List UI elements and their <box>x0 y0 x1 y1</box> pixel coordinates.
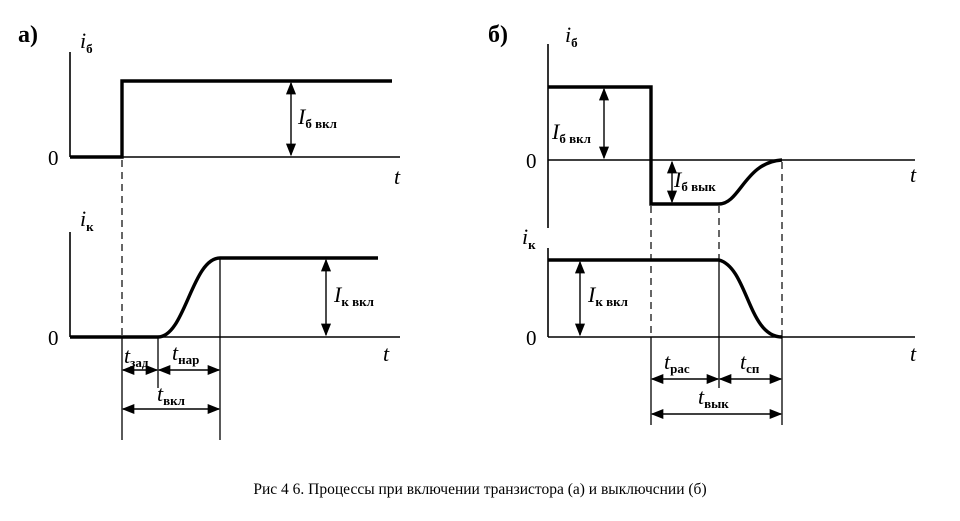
ib-waveform <box>70 79 392 159</box>
panel-b-tag: б) <box>488 22 508 48</box>
t-vyk-label: tвык <box>698 384 729 411</box>
ib-zero-label: 0 <box>48 146 59 170</box>
ik-axis-label: iк <box>80 206 94 234</box>
ik-waveform <box>70 256 378 339</box>
t-nar-label: tнар <box>172 340 199 367</box>
ib-t-label-b: t <box>910 162 917 187</box>
ik-axis-label-b: iк <box>522 224 536 252</box>
ib-on-label: Iб вкл <box>551 119 591 146</box>
ik-zero-label-b: 0 <box>526 326 537 350</box>
ik-t-label-b: t <box>910 341 917 366</box>
ib-zero-label-b: 0 <box>526 149 537 173</box>
t-sp-label: tсп <box>740 349 760 376</box>
ik-waveform-b <box>548 258 783 339</box>
t-vkl-label: tвкл <box>157 381 185 408</box>
panel-b: б) iб 0 t Iб вкл Iб вык iк 0 t Iк вкл tр… <box>488 22 917 425</box>
ib-axis-label: iб <box>80 28 93 56</box>
ib-amplitude-label: Iб вкл <box>297 104 337 131</box>
ik-amplitude-label: Iк вкл <box>333 282 374 309</box>
panel-a: а) iб 0 t Iб вкл iк 0 t Iк вкл tзад tнар… <box>18 22 401 440</box>
figure-caption: Рис 4 6. Процессы при включении транзист… <box>253 481 706 498</box>
ib-t-label: t <box>394 164 401 189</box>
t-zad-label: tзад <box>124 343 149 370</box>
panel-a-tag: а) <box>18 22 38 48</box>
ib-waveform-b <box>548 85 783 206</box>
ik-amplitude-label-b: Iк вкл <box>587 282 628 309</box>
ib-axis-label-b: iб <box>565 22 578 50</box>
ib-off-label: Iб вык <box>673 167 716 194</box>
t-ras-label: tрас <box>664 349 690 376</box>
ik-t-label: t <box>383 341 390 366</box>
ik-zero-label: 0 <box>48 326 59 350</box>
